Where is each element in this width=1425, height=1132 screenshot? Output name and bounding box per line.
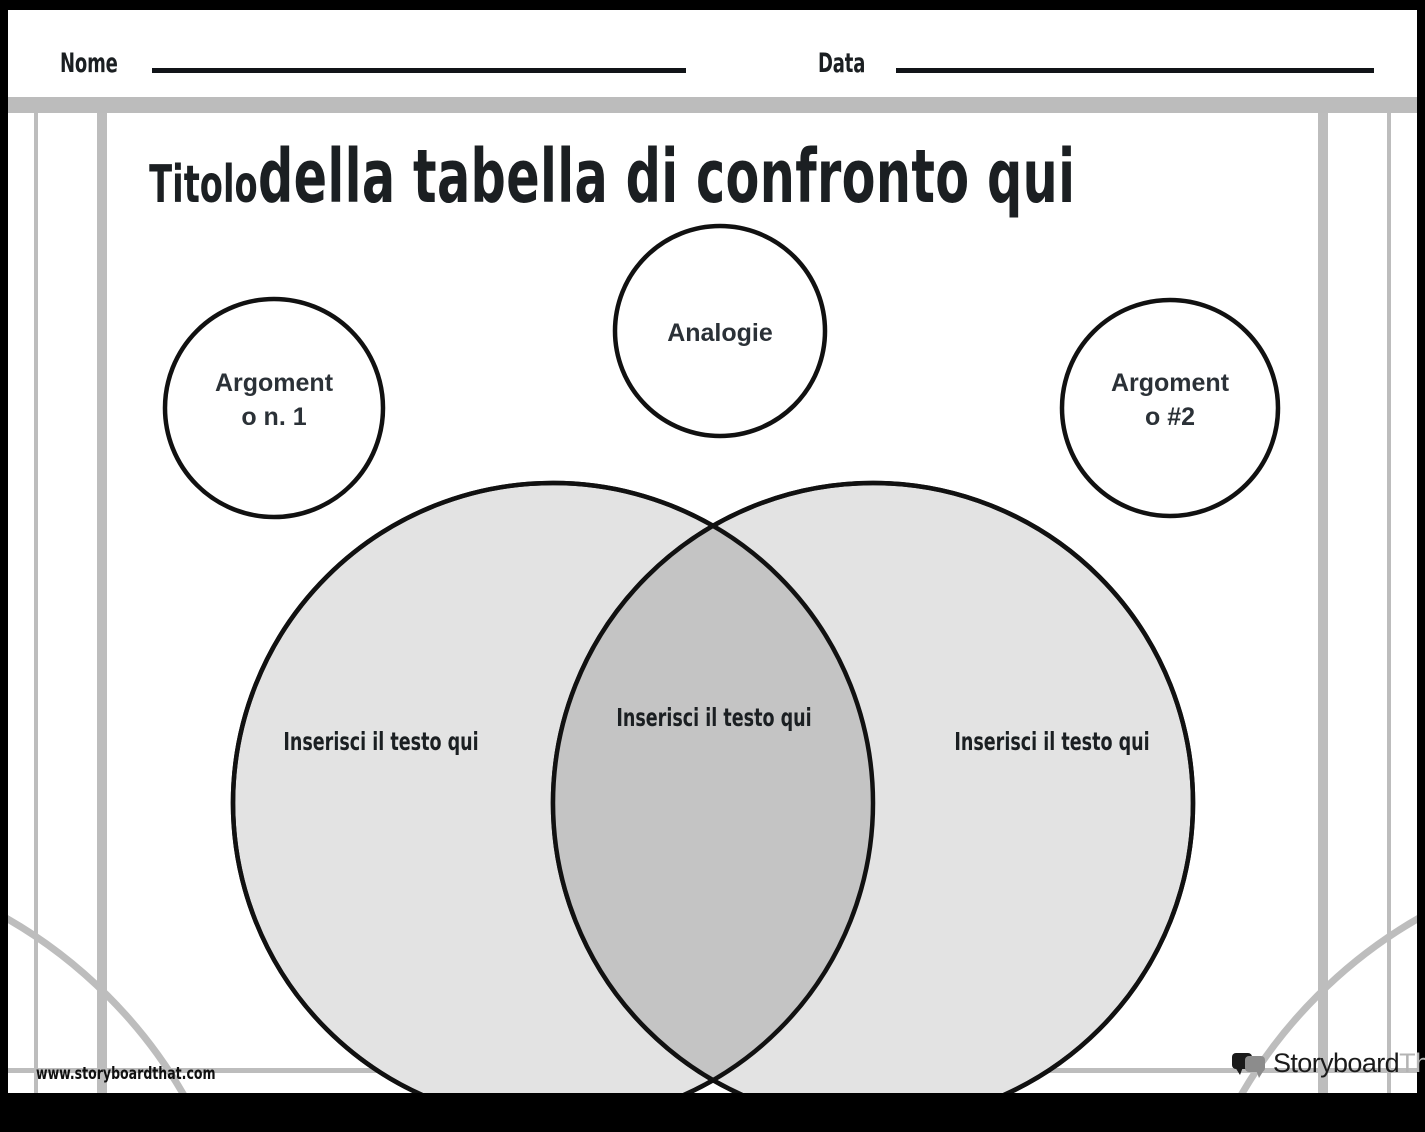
venn-bubble-right-label-line1: Argoment bbox=[1111, 369, 1230, 397]
frame-line-left-thick bbox=[97, 113, 107, 1093]
date-label: Data bbox=[818, 48, 866, 79]
page-title-prefix: Titolo bbox=[149, 155, 258, 215]
venn-bubble-left[interactable] bbox=[162, 296, 386, 520]
footer-url[interactable]: www.storyboardthat.com bbox=[36, 1064, 216, 1084]
logo-text-primary: Storyboard bbox=[1273, 1048, 1400, 1078]
venn-bubble-right-label-line2: o #2 bbox=[1145, 403, 1195, 431]
frame-line-right-thin bbox=[1387, 113, 1391, 1093]
name-field-group: Nome bbox=[60, 48, 687, 79]
venn-bubble-left-label-line2: o n. 1 bbox=[241, 403, 306, 431]
date-write-line[interactable] bbox=[895, 68, 1374, 73]
venn-center-body-text[interactable]: Inserisci il testo qui bbox=[616, 704, 811, 733]
venn-bubble-right[interactable] bbox=[1059, 297, 1281, 519]
corner-arc-decorations bbox=[8, 915, 1417, 1093]
logo-wordmark: StoryboardThat bbox=[1273, 1050, 1425, 1077]
venn-circle-right-outline bbox=[550, 480, 1196, 1093]
venn-diagram: Argoment o n. 1 Analogie Argoment o #2 I… bbox=[162, 223, 1281, 1093]
logo-text-secondary: That bbox=[1399, 1048, 1425, 1078]
page-title-main: della tabella di confronto qui bbox=[257, 134, 1075, 220]
venn-bubble-center-label: Analogie bbox=[667, 319, 773, 347]
venn-circle-left-outline bbox=[230, 480, 876, 1093]
name-label: Nome bbox=[60, 48, 118, 79]
speech-bubbles-icon bbox=[1232, 1051, 1266, 1078]
storyboardthat-logo[interactable]: StoryboardThat bbox=[1232, 1050, 1425, 1078]
name-write-line[interactable] bbox=[152, 68, 687, 73]
venn-left-body-text[interactable]: Inserisci il testo qui bbox=[283, 728, 478, 757]
header-separator-band bbox=[8, 97, 1417, 113]
venn-bubble-center[interactable] bbox=[612, 223, 828, 439]
frame-line-left-thin bbox=[34, 113, 38, 1093]
venn-bubble-left-label-line1: Argoment bbox=[215, 369, 334, 397]
venn-right-body-text[interactable]: Inserisci il testo qui bbox=[954, 728, 1149, 757]
frame-line-right-thick bbox=[1318, 113, 1328, 1093]
header-band: Nome Data bbox=[8, 10, 1417, 97]
date-field-group: Data bbox=[818, 50, 1374, 77]
venn-overlap-region[interactable] bbox=[553, 483, 1193, 1093]
page-title: Titolodella tabella di confronto qui bbox=[107, 140, 1318, 214]
worksheet-body: Titolodella tabella di confronto qui bbox=[8, 113, 1417, 1093]
